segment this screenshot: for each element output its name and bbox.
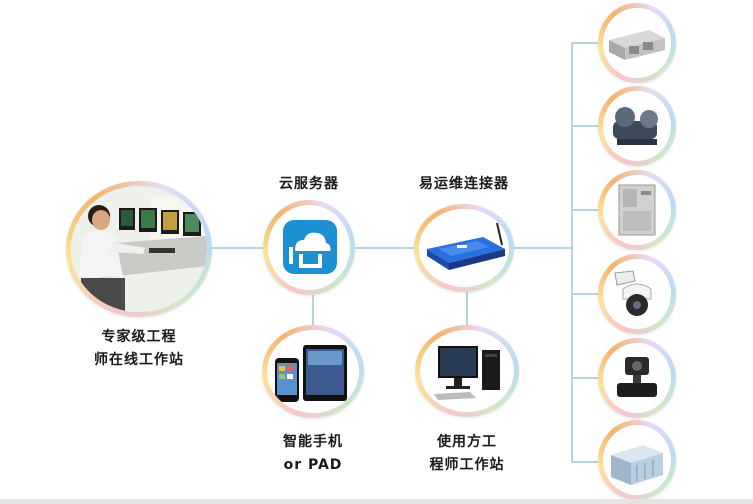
connector-node <box>414 204 514 292</box>
screw-chiller-icon <box>613 107 658 145</box>
engineer-station-label-line1: 专家级工程 <box>101 329 177 345</box>
user-station-label: 使用方工 程师工作站 <box>410 431 524 477</box>
cold-room-unit-icon <box>618 184 656 236</box>
device-node-4 <box>598 254 676 334</box>
engineer-station-label-line2: 师在线工作站 <box>94 352 184 368</box>
dome-camera-icon <box>614 270 652 316</box>
device-node-1 <box>598 3 676 83</box>
control-valve-icon <box>617 357 657 397</box>
engineer-workstation-node <box>66 181 212 317</box>
device-node-5 <box>598 338 676 418</box>
device-node-2 <box>598 86 676 166</box>
cloud-server-label-text: 云服务器 <box>279 176 339 192</box>
phone-and-tablet-icon <box>275 345 347 402</box>
engineer-station-label: 专家级工程 师在线工作站 <box>64 326 214 372</box>
desktop-computer-icon <box>434 346 500 400</box>
modular-chiller-icon <box>611 445 663 485</box>
cloud-server-label: 云服务器 <box>263 173 355 196</box>
engineer-at-desk-icon <box>71 186 207 312</box>
mobile-label-line2: or PAD <box>283 457 343 473</box>
mobile-devices-node <box>262 325 364 418</box>
connector-label: 易运维连接器 <box>404 173 524 196</box>
connector-label-text: 易运维连接器 <box>419 176 509 192</box>
router-device-icon <box>427 222 505 270</box>
mobile-label-line1: 智能手机 <box>283 434 343 450</box>
mobile-label: 智能手机 or PAD <box>262 431 364 477</box>
device-node-6 <box>598 420 676 500</box>
user-workstation-node <box>415 325 519 417</box>
cloud-service-icon <box>283 220 337 274</box>
user-station-label-line2: 程师工作站 <box>429 457 505 473</box>
user-station-label-line1: 使用方工 <box>437 434 497 450</box>
air-handling-unit-icon <box>609 30 665 60</box>
bottom-divider <box>0 499 753 504</box>
cloud-server-node <box>263 200 355 295</box>
device-node-3 <box>598 170 676 250</box>
